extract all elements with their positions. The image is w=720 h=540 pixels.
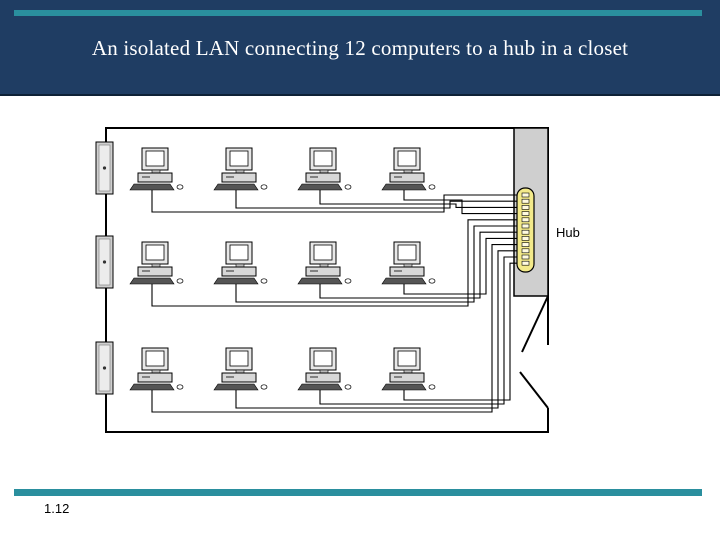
- network-wires: [151, 190, 524, 413]
- closet-door-lower: [519, 371, 549, 409]
- footer-accent-stripe: [14, 489, 702, 496]
- wall-jack: [95, 141, 114, 195]
- hub-port: [521, 242, 530, 247]
- hub-port: [521, 192, 530, 198]
- computer: [213, 241, 268, 285]
- network-wire: [403, 237, 524, 295]
- computer: [129, 147, 184, 191]
- closet-door-upper: [521, 295, 549, 353]
- computers: [129, 147, 436, 391]
- computer: [381, 347, 436, 391]
- slide-title: An isolated LAN connecting 12 computers …: [91, 36, 629, 60]
- hub-port: [521, 260, 530, 266]
- network-wire: [319, 190, 524, 208]
- computer: [297, 147, 352, 191]
- computer: [129, 347, 184, 391]
- computer: [381, 241, 436, 285]
- hub-port: [521, 229, 530, 235]
- hub-port: [521, 211, 530, 216]
- wall-jacks: [95, 141, 114, 395]
- network-wire: [151, 219, 524, 307]
- network-wire: [319, 231, 524, 299]
- hub-port: [521, 198, 530, 204]
- header-accent-stripe: [14, 10, 702, 16]
- hub-port: [521, 248, 530, 254]
- network-wire: [403, 262, 524, 401]
- computer: [297, 347, 352, 391]
- network-wire: [151, 190, 524, 213]
- hub-port: [521, 236, 530, 241]
- network-wire: [319, 256, 524, 405]
- computer: [381, 147, 436, 191]
- wall-jack: [95, 235, 114, 289]
- network-wire: [235, 225, 524, 303]
- network-wire: [235, 190, 524, 209]
- network-wire: [403, 190, 524, 215]
- hub-ports: [521, 192, 530, 266]
- network-wire: [151, 244, 524, 413]
- computer: [297, 241, 352, 285]
- network-wire: [235, 250, 524, 409]
- wall-jack: [95, 341, 114, 395]
- hub-port: [521, 254, 530, 260]
- hub-port: [521, 223, 530, 229]
- computer: [213, 347, 268, 391]
- hub-port: [521, 217, 530, 223]
- hub-port: [521, 205, 530, 210]
- computer: [129, 241, 184, 285]
- hub-label: Hub: [556, 225, 580, 240]
- computer: [213, 147, 268, 191]
- slide-header: An isolated LAN connecting 12 computers …: [0, 0, 720, 96]
- slide-number: 1.12: [44, 501, 70, 516]
